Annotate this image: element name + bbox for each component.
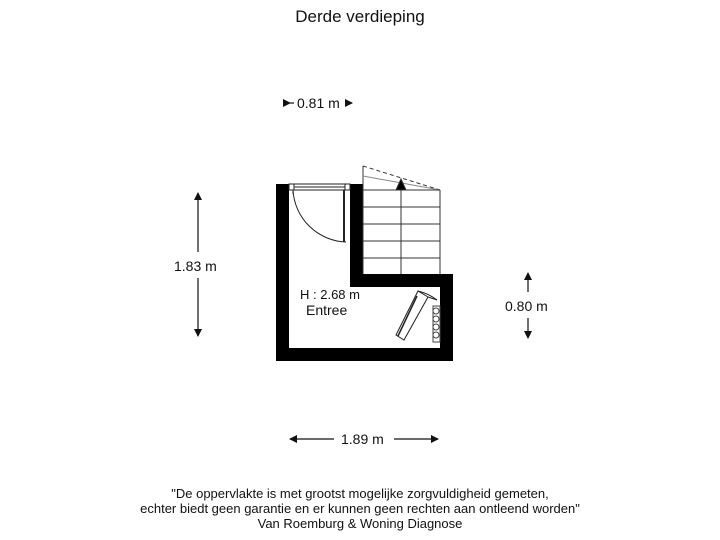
disclaimer-line-1: "De oppervlakte is met grootst mogelijke… <box>171 486 549 501</box>
radiator-fixture <box>432 305 441 343</box>
walls <box>276 184 453 361</box>
dim-bottom-label: 1.89 m <box>341 431 384 447</box>
dim-top-label: 0.81 m <box>297 95 340 111</box>
dim-right-label: 0.80 m <box>505 298 548 314</box>
top-door <box>288 183 351 243</box>
wall-right <box>440 274 453 361</box>
dimension-lines <box>194 99 532 443</box>
disclaimer-line-2: echter biedt geen garantie en er kunnen … <box>140 501 580 516</box>
disclaimer-line-3: Van Roemburg & Woning Diagnose <box>257 516 463 531</box>
dim-left-label: 1.83 m <box>174 258 217 274</box>
wall-left <box>276 184 289 361</box>
floor-title: Derde verdieping <box>295 7 425 26</box>
wall-inner <box>350 184 363 287</box>
staircase <box>362 165 441 274</box>
wall-bottom <box>276 348 453 361</box>
room-name-label: Entree <box>306 302 348 318</box>
room-height-label: H : 2.68 m <box>300 287 360 302</box>
wall-step <box>350 274 453 287</box>
diagonal-door <box>395 290 438 341</box>
